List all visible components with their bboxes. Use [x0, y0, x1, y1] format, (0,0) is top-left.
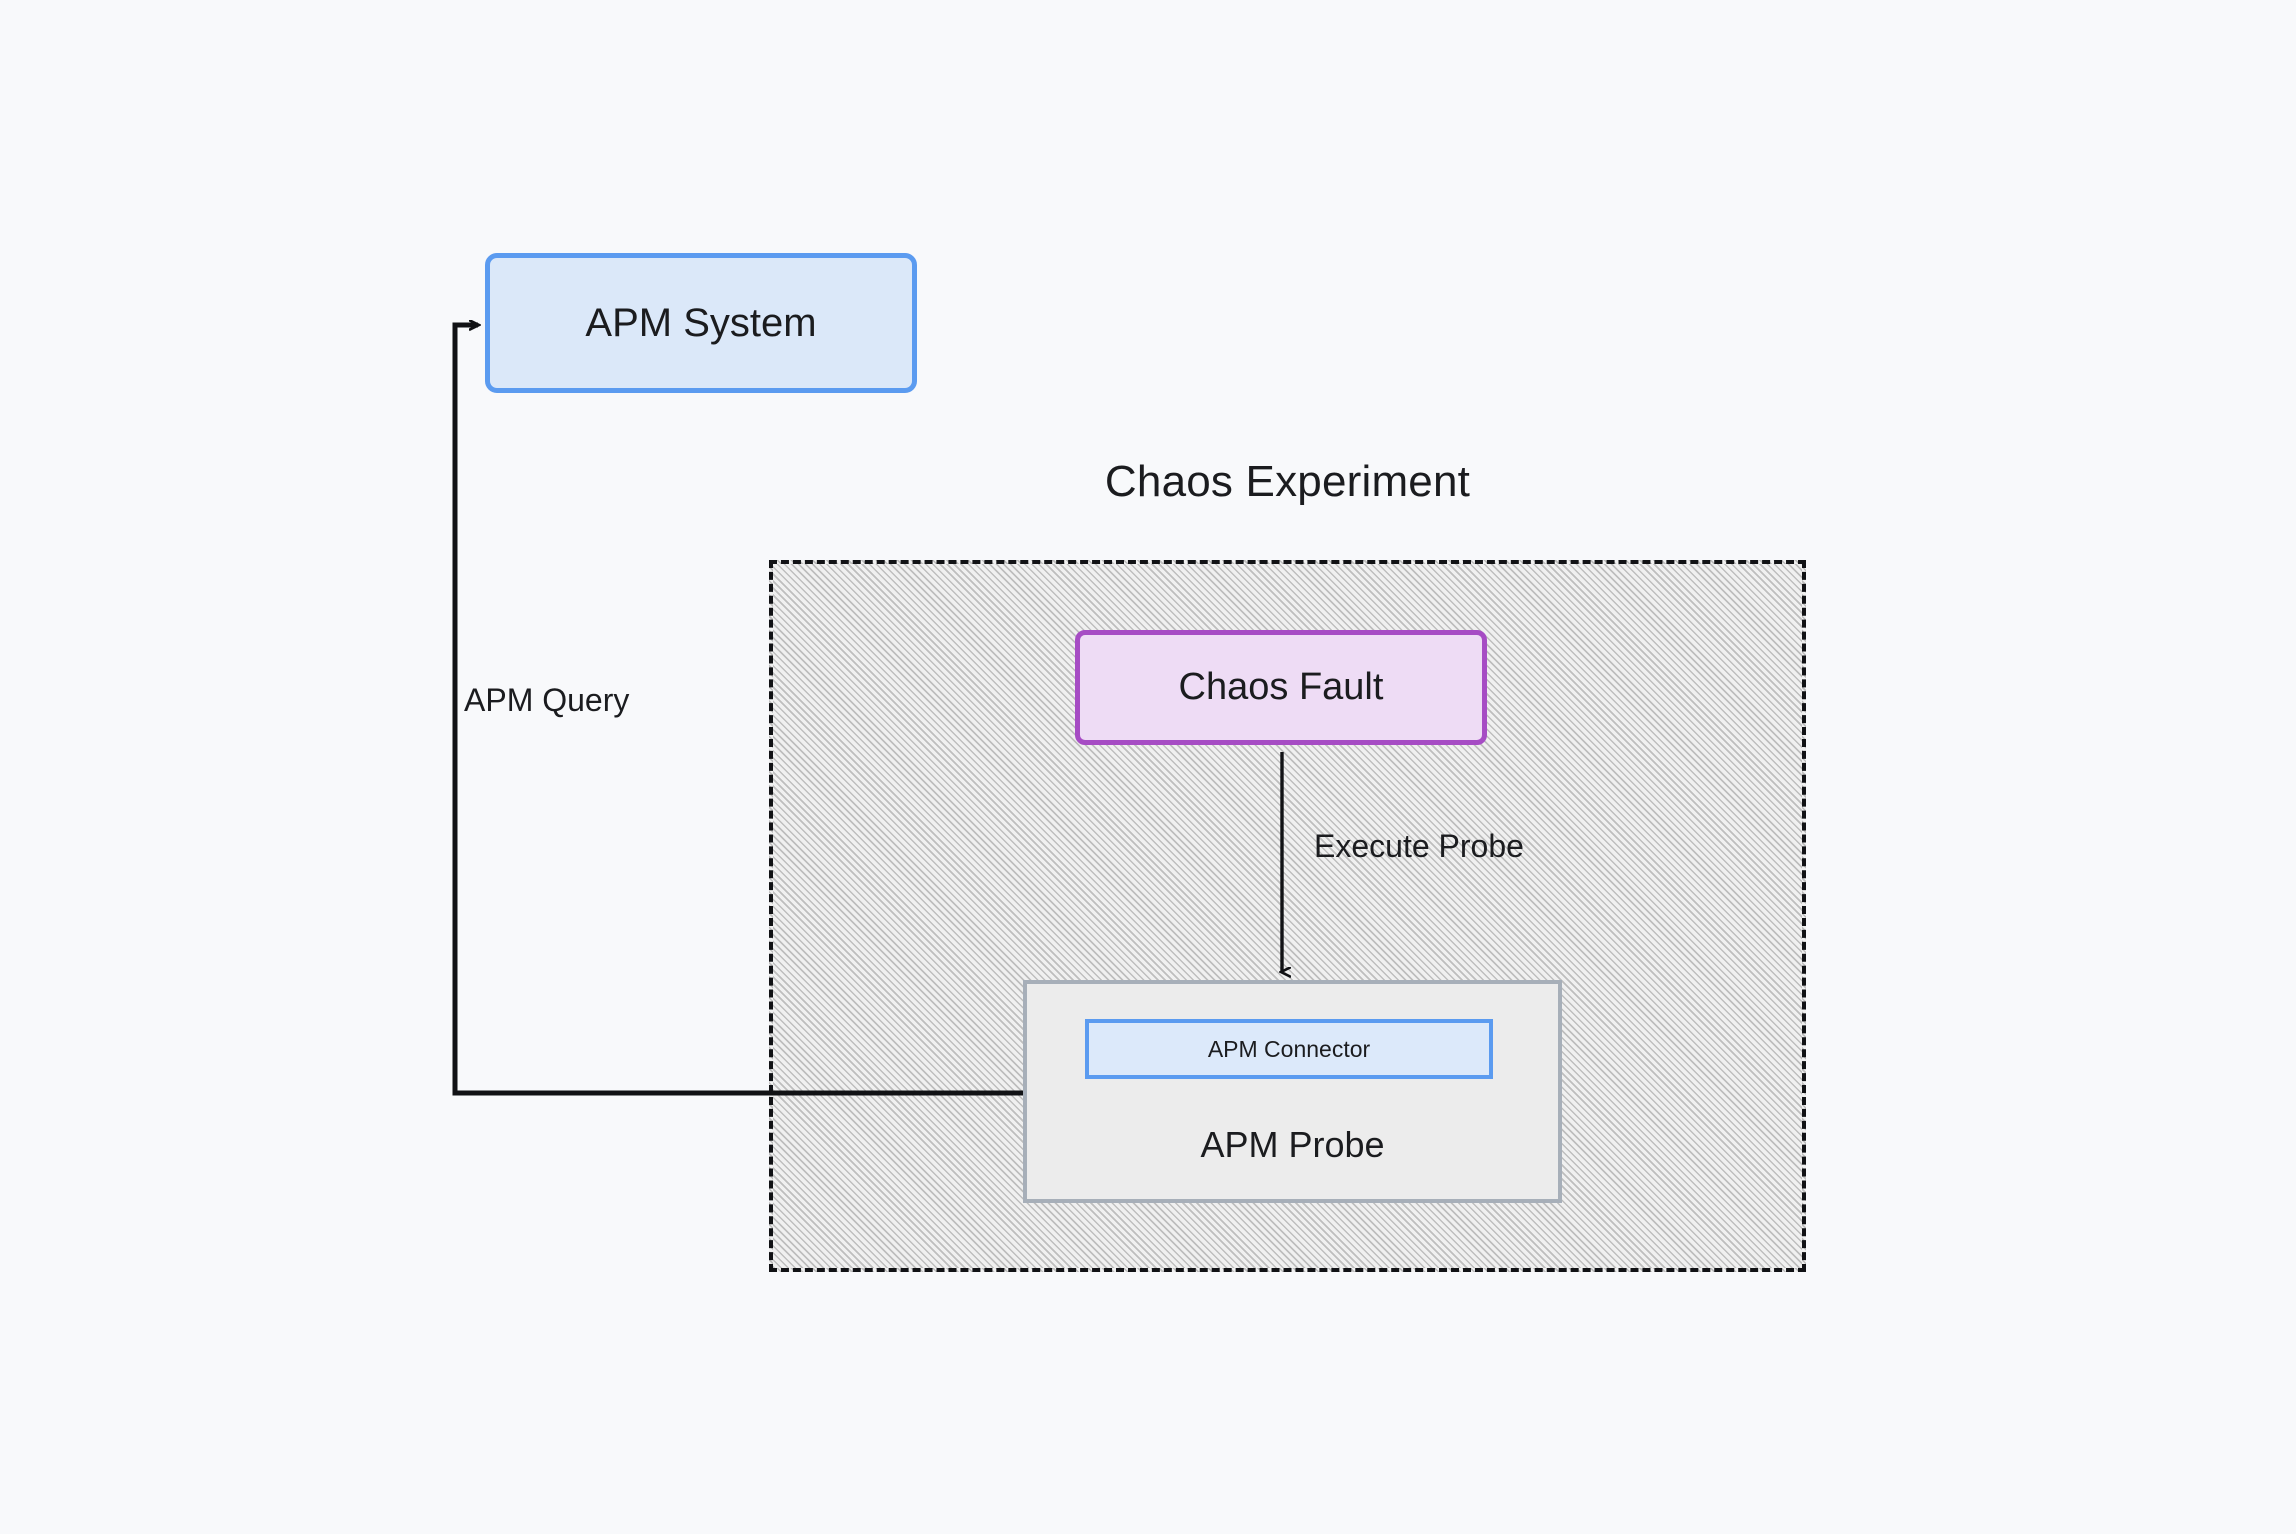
- node-chaos-fault-label: Chaos Fault: [1178, 666, 1384, 708]
- node-apm-system-label: APM System: [585, 300, 817, 345]
- chaos-experiment-title: Chaos Experiment: [1104, 457, 1471, 506]
- node-chaos-fault[interactable]: Chaos Fault: [1075, 630, 1487, 745]
- node-apm-connector[interactable]: APM Connector: [1085, 1019, 1493, 1079]
- edge-label-apm-query: APM Query: [464, 682, 630, 718]
- node-apm-system[interactable]: APM System: [485, 253, 917, 393]
- node-apm-connector-label: APM Connector: [1207, 1035, 1371, 1062]
- node-apm-probe-label: APM Probe: [1200, 1124, 1385, 1165]
- edge-label-execute-probe: Execute Probe: [1314, 828, 1524, 864]
- node-apm-probe[interactable]: APM Connector APM Probe: [1023, 980, 1562, 1203]
